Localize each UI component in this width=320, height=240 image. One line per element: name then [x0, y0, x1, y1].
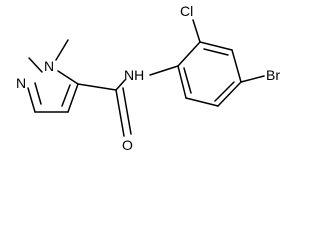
bond-carbonyl-o-inner [122, 87, 132, 135]
bond-c4-c5-inner [61, 84, 71, 107]
bond-nh-aryl [149, 65, 179, 76]
bond-a5-a6 [185, 97, 219, 107]
bond-c4-c5 [67, 83, 79, 113]
bond-n2-c3-inner [34, 82, 42, 105]
bond-a6-a1-inner [183, 67, 192, 94]
chemical-structure: N N NH O Cl Br [16, 3, 280, 153]
bond-carbonyl-nh [115, 79, 126, 91]
bond-aryl-br [240, 75, 265, 83]
bond-a4-a5-inner [214, 81, 235, 102]
bond-aryl-cl [192, 19, 201, 43]
atom-label-chlorine: Cl [180, 3, 193, 19]
carboxamide-group [77, 65, 179, 137]
bond-n1-methyl [55, 39, 69, 61]
bond-a2-a3-inner [203, 48, 229, 56]
bond-carbonyl-o [115, 89, 125, 137]
bond-c5-n1 [57, 70, 79, 85]
bond-a1-a2 [177, 41, 201, 67]
atom-label-n-amide: NH [124, 67, 144, 83]
atom-label-n-ring-1: N [44, 58, 54, 74]
atom-label-bromine: Br [266, 67, 280, 83]
benzene-ring [177, 41, 242, 107]
bond-a4-a5 [217, 81, 242, 107]
pyrazole-ring [27, 57, 79, 113]
bond-c5-carbonyl [77, 83, 117, 91]
atom-label-o-carbonyl: O [122, 137, 133, 153]
bond-a6-a1 [177, 65, 187, 99]
bond-a3-a4 [231, 49, 242, 83]
bond-n2-c3 [27, 87, 36, 113]
atom-label-n-ring-2: N [16, 75, 26, 91]
bond-n1-n2 [28, 57, 43, 73]
bond-a2-a3 [199, 41, 233, 51]
